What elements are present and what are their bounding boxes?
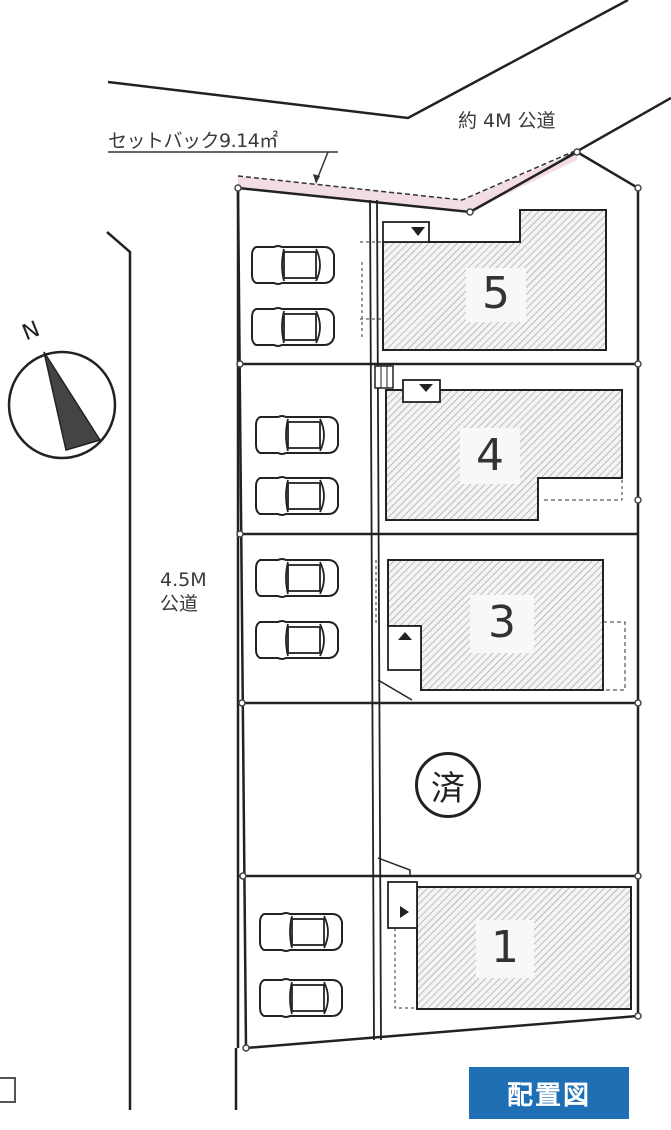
parking-cars xyxy=(251,245,343,1018)
west-road-label: 4.5M 公道 xyxy=(160,568,207,616)
diagram-title: 配置図 xyxy=(469,1067,629,1119)
boundary-markers xyxy=(234,148,642,1052)
lot-number-1: 1 xyxy=(491,922,519,973)
passage-lines xyxy=(369,199,382,1041)
building-lot-5 xyxy=(360,209,607,351)
lot-number-5: 5 xyxy=(482,268,510,319)
lot-dividers xyxy=(238,362,638,878)
legend-box-fragment xyxy=(0,1077,16,1103)
north-road-label: 約 4M 公道 xyxy=(458,110,556,132)
building-lot-3 xyxy=(375,559,626,701)
setback-label: セットバック9.14㎡ xyxy=(108,130,278,152)
west-road-type: 公道 xyxy=(160,593,199,615)
building-lot-4 xyxy=(374,365,623,521)
lot-number-4: 4 xyxy=(476,430,504,481)
building-lot-1 xyxy=(377,857,632,1010)
sold-badge: 済 xyxy=(415,752,481,818)
north-arrow-icon xyxy=(7,350,117,460)
west-road-width: 4.5M xyxy=(160,569,207,591)
lot-number-3: 3 xyxy=(488,597,516,648)
setback-area xyxy=(108,149,578,212)
